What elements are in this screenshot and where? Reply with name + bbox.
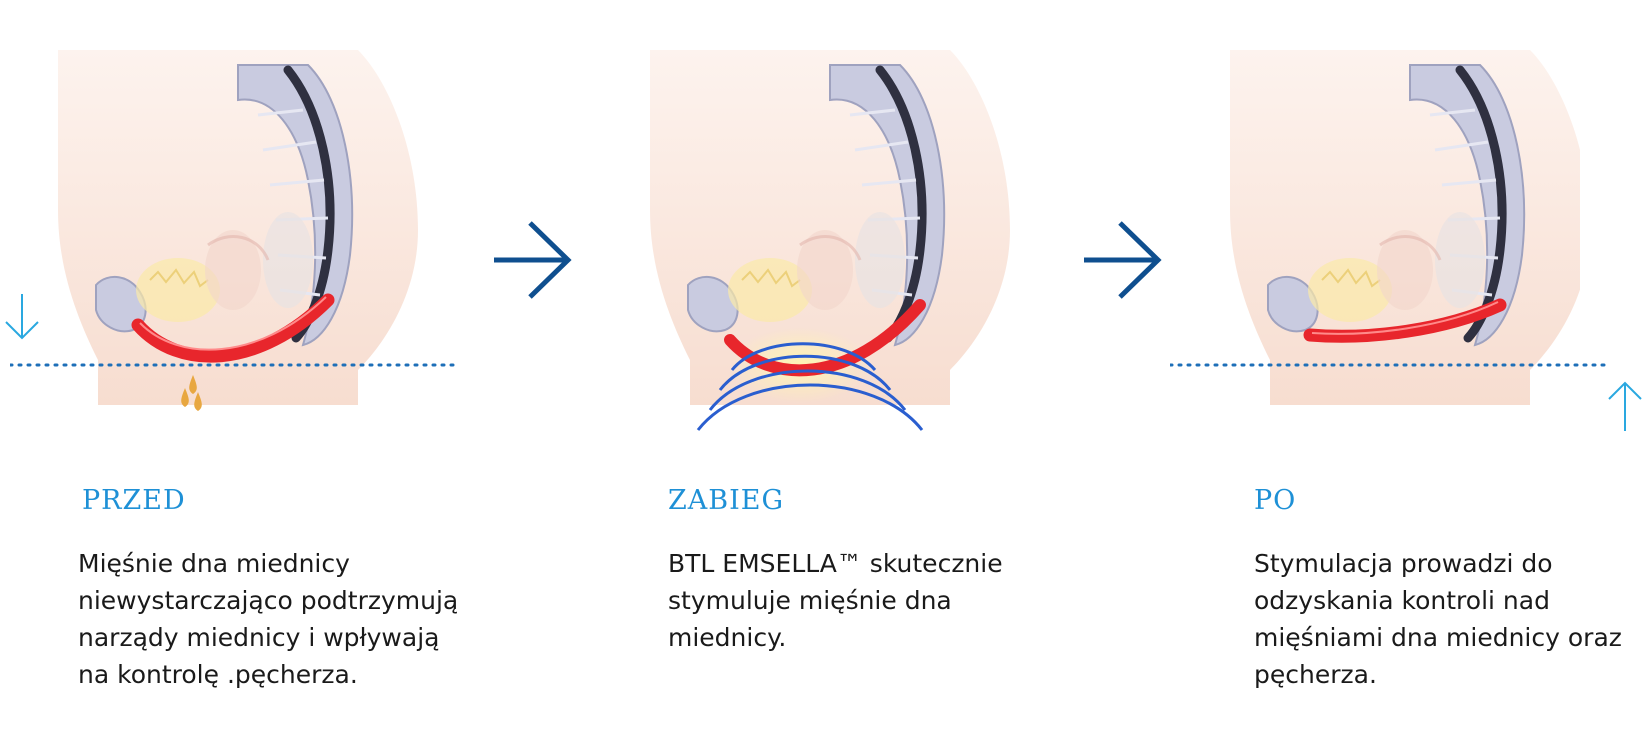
stage-heading: PO	[1254, 485, 1297, 516]
pelvis-before-illustration	[0, 40, 470, 411]
stage-after-panel: PO Stymulacja prowadzi do odzyskania kon…	[1170, 0, 1652, 737]
arrow-right-icon	[1084, 221, 1162, 299]
stage-treatment-panel: ZABIEG BTL EMSELLA™ skutecznie stymuluje…	[590, 0, 1110, 737]
arrow-down-icon	[5, 294, 39, 340]
pelvic-floor-muscle-strong	[1303, 298, 1507, 343]
baseline-dotted-line	[1170, 363, 1610, 367]
pelvis-treatment-illustration	[630, 40, 1030, 431]
stage-before-panel: PRZED Mięśnie dna miednicy niewystarczaj…	[0, 0, 560, 737]
arrow-up-icon	[1608, 381, 1642, 431]
stage-heading: PRZED	[82, 485, 186, 516]
pelvic-floor-muscle-weak	[131, 293, 335, 363]
leak-drop-icon	[189, 375, 197, 394]
pelvic-floor-muscle	[724, 299, 926, 377]
stimulation-waves	[696, 342, 924, 431]
stage-description: BTL EMSELLA™ skutecznie stymuluje mięśni…	[668, 549, 1003, 652]
baseline-dotted-line	[10, 363, 460, 367]
pelvis-after-illustration	[1180, 40, 1580, 420]
stage-description: Mięśnie dna miednicy niewystarczająco po…	[78, 549, 459, 689]
stage-description: Stymulacja prowadzi do odzyskania kontro…	[1254, 549, 1622, 689]
stage-heading: ZABIEG	[668, 485, 785, 516]
arrow-right-icon	[494, 221, 572, 299]
